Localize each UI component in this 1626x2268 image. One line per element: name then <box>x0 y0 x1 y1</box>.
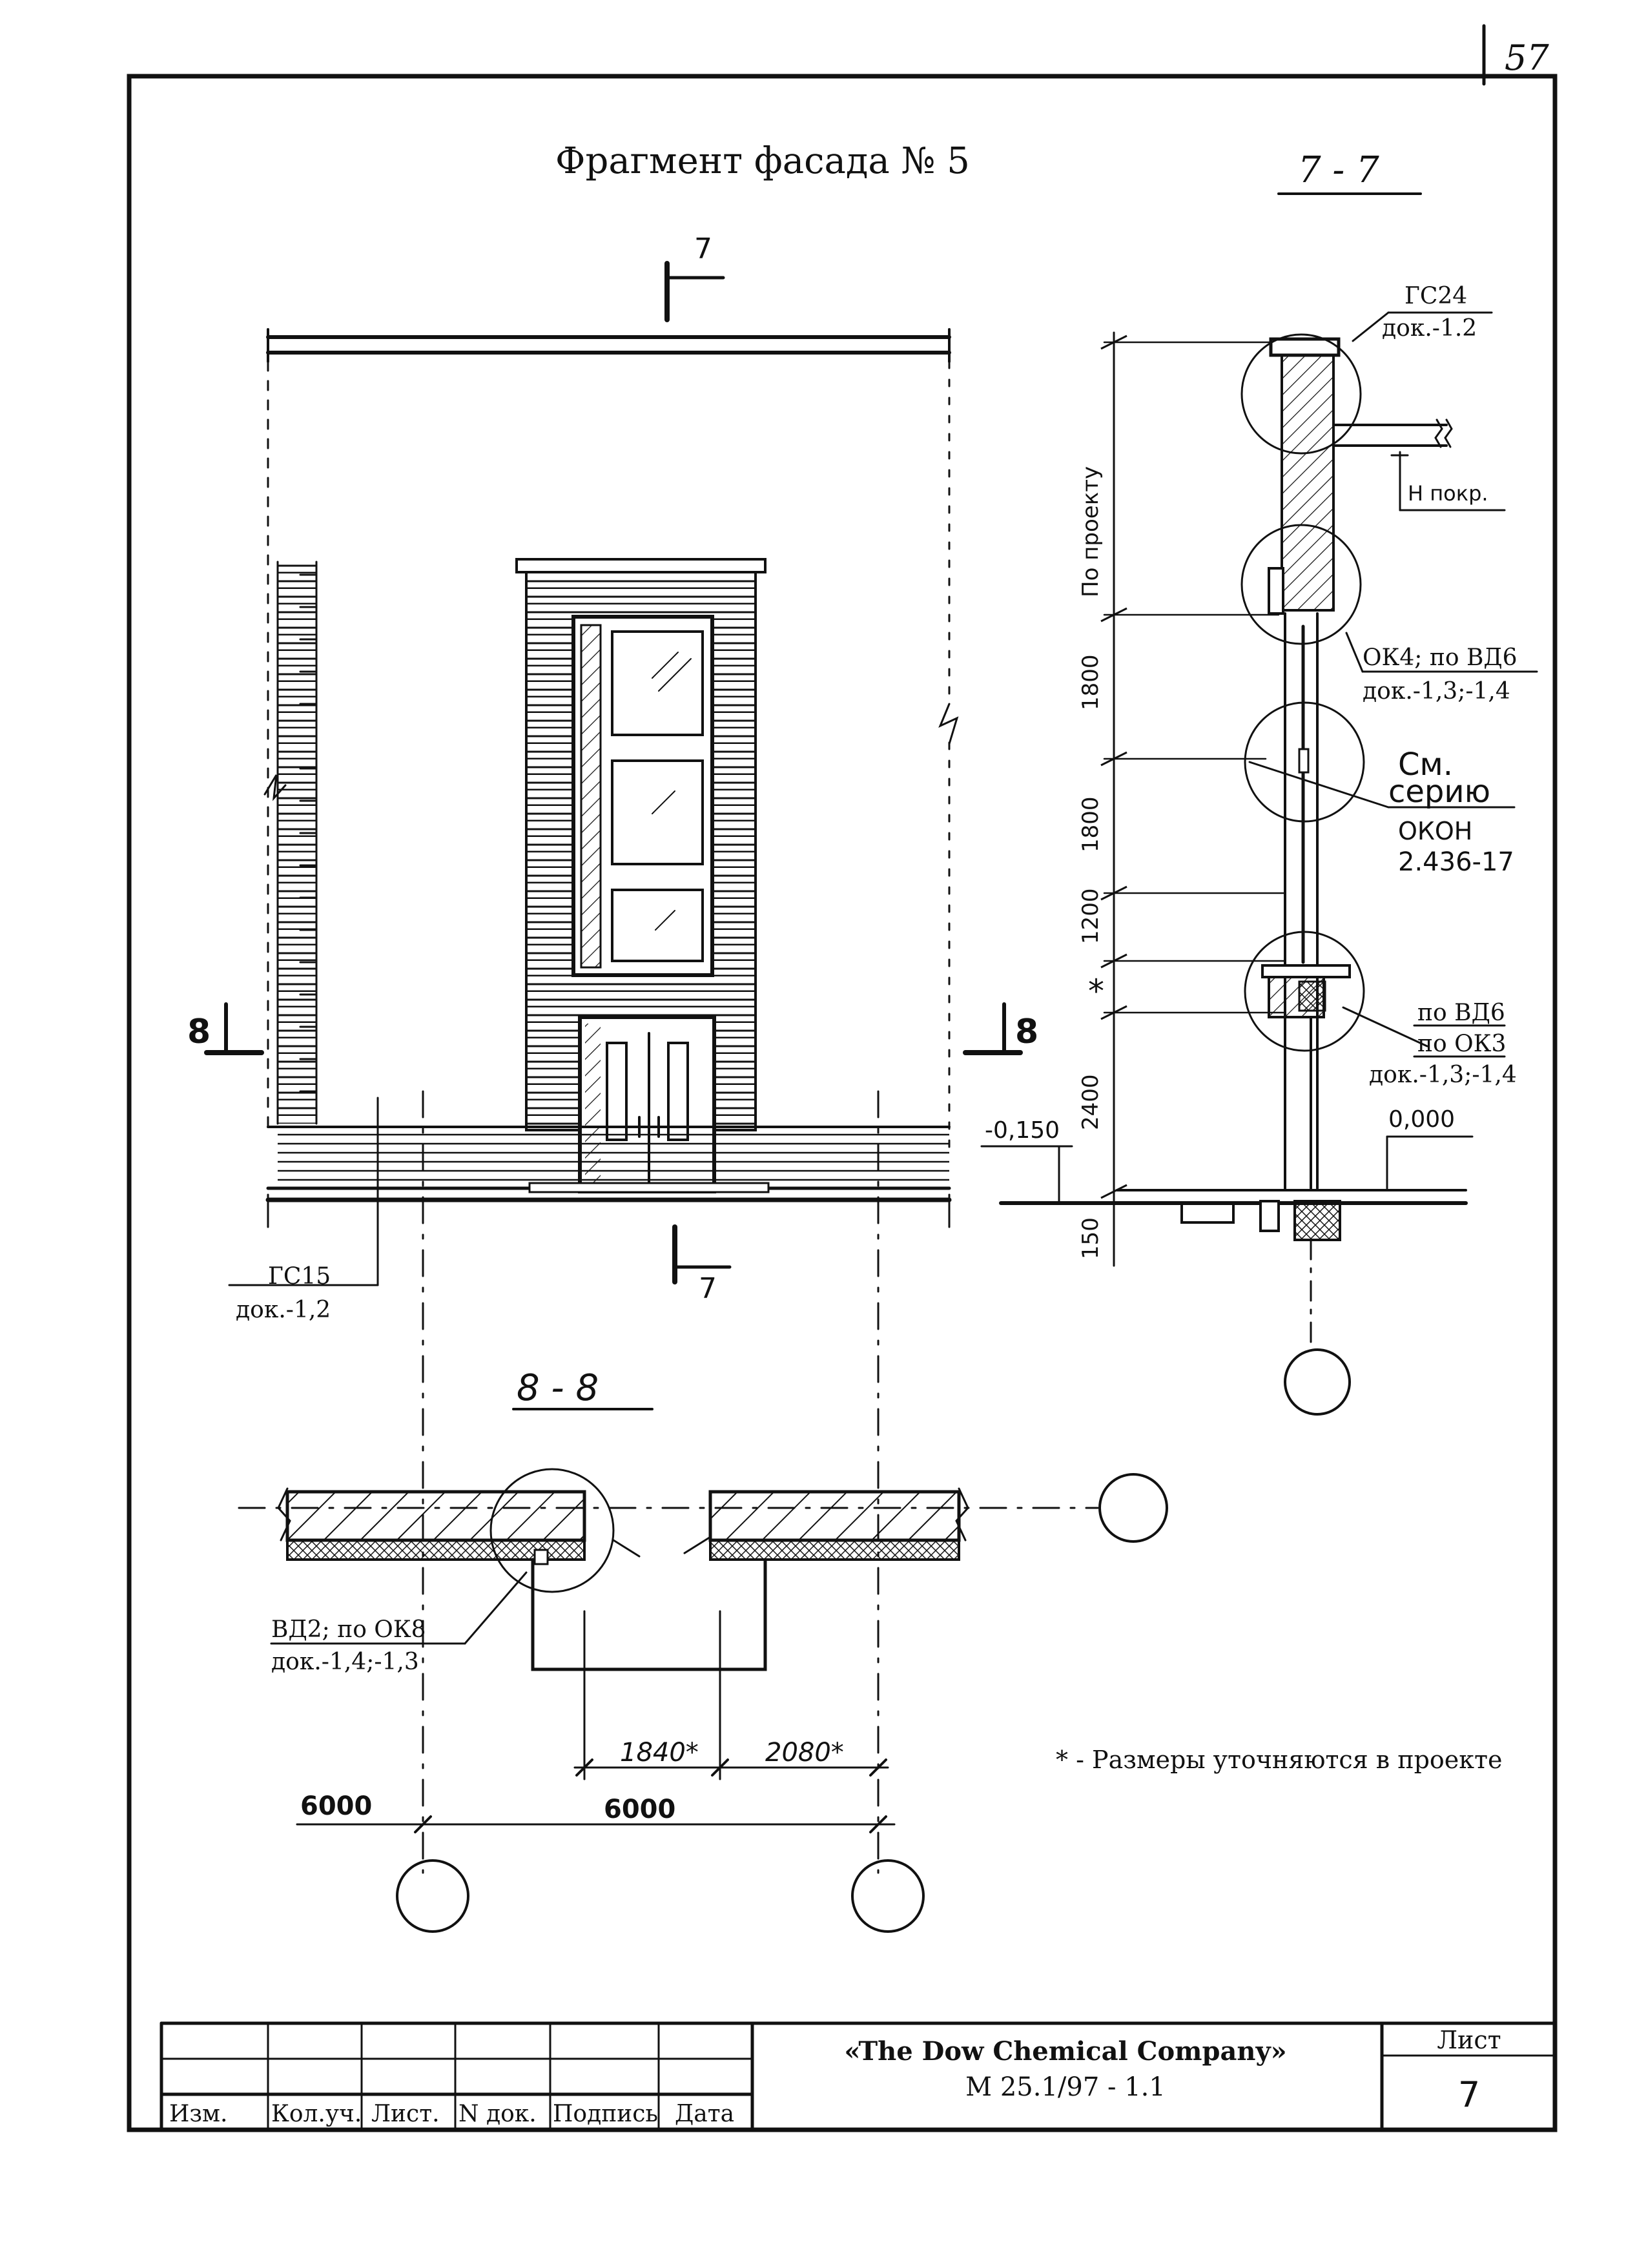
dim-po-proektu: По проекту <box>1078 466 1104 597</box>
tb-company: «The Dow Chemical Company» <box>844 2036 1286 2067</box>
section-7-label-top: 7 <box>694 232 712 265</box>
dim-150: 150 <box>1078 1217 1104 1259</box>
tb-col-n-dok: N док. <box>458 2101 537 2127</box>
section-mark-7-top: 7 <box>664 232 725 322</box>
section-8-8: 8 - 8 ВД2; по ОК8 док.-1,4;-1,3 1840* <box>238 1367 1168 1933</box>
ok4-doc: док.-1,3;-1,4 <box>1363 678 1510 705</box>
sheet-frame <box>127 74 1558 2132</box>
section-7-7: 7 - 7 По проекту 1800 1800 1200 * 2400 1… <box>980 149 1538 1416</box>
section-8-8-title: 8 - 8 <box>517 1367 599 1409</box>
tb-col-list: Лист. <box>371 2101 440 2127</box>
dim-2400: 2400 <box>1078 1074 1104 1130</box>
tb-sheet-value: 7 <box>1458 2074 1480 2115</box>
vd6-ok3-doc: док.-1,3;-1,4 <box>1369 1062 1517 1088</box>
vd2-doc: док.-1,4;-1,3 <box>271 1649 419 1675</box>
tb-col-data: Дата <box>675 2101 734 2127</box>
see-series-1: См. <box>1398 747 1453 783</box>
section-8-label-right: 8 <box>1015 1013 1038 1051</box>
tb-sheet-label: Лист <box>1437 2026 1501 2054</box>
gs24-label: ГС24 <box>1405 283 1467 309</box>
section-mark-8-left: 8 <box>187 1002 264 1055</box>
section-mark-8-right: 8 <box>963 1002 1038 1055</box>
h-pokr-label: Н покр. <box>1408 481 1488 506</box>
dim-1840: 1840* <box>620 1738 699 1768</box>
section-mark-7-bottom: 7 <box>672 1224 732 1305</box>
level-minus-0150: -0,150 <box>985 1117 1060 1144</box>
note-dimensions: * - Размеры уточняются в проекте <box>1056 1746 1503 1774</box>
tb-col-izm: Изм. <box>169 2101 227 2127</box>
dim-6000-a: 6000 <box>300 1791 372 1821</box>
ok3-label: по ОК3 <box>1417 1031 1506 1057</box>
dim-6000-b: 6000 <box>604 1795 675 1824</box>
vd6-label: по ВД6 <box>1417 1000 1505 1026</box>
gs24-doc: док.-1.2 <box>1382 315 1477 342</box>
dim-1800-a: 1800 <box>1078 654 1104 710</box>
gs15-doc: док.-1,2 <box>236 1297 331 1323</box>
see-series-4: 2.436-17 <box>1398 847 1514 877</box>
see-series-2: серию <box>1388 774 1490 810</box>
drawing-title: Фрагмент фасада № 5 <box>555 140 970 182</box>
section-7-label-bottom: 7 <box>699 1272 717 1305</box>
dim-star: * <box>1088 973 1104 1010</box>
facade-elevation <box>228 328 959 1874</box>
level-0000: 0,000 <box>1388 1106 1455 1133</box>
see-series-3: ОКОН <box>1398 817 1472 845</box>
title-block: Изм. Кол.уч. Лист. N док. Подпись Дата «… <box>160 2021 1557 2132</box>
tb-col-podpis: Подпись <box>553 2101 658 2127</box>
dim-2080: 2080* <box>765 1738 844 1768</box>
gs15-callout: ГС15 док.-1,2 <box>236 1263 331 1323</box>
gs15-label: ГС15 <box>268 1263 331 1290</box>
dim-1200: 1200 <box>1078 888 1104 944</box>
section-7-7-title: 7 - 7 <box>1298 149 1379 191</box>
tb-col-kol-uch: Кол.уч. <box>271 2101 362 2127</box>
vd2-label: ВД2; по ОК8 <box>271 1616 426 1643</box>
page-number: 57 <box>1505 37 1549 78</box>
ok4-label: ОК4; по ВД6 <box>1363 644 1518 671</box>
tb-code: М 25.1/97 - 1.1 <box>965 2072 1166 2102</box>
dim-1800-b: 1800 <box>1078 796 1104 852</box>
section-8-label-left: 8 <box>187 1013 211 1051</box>
